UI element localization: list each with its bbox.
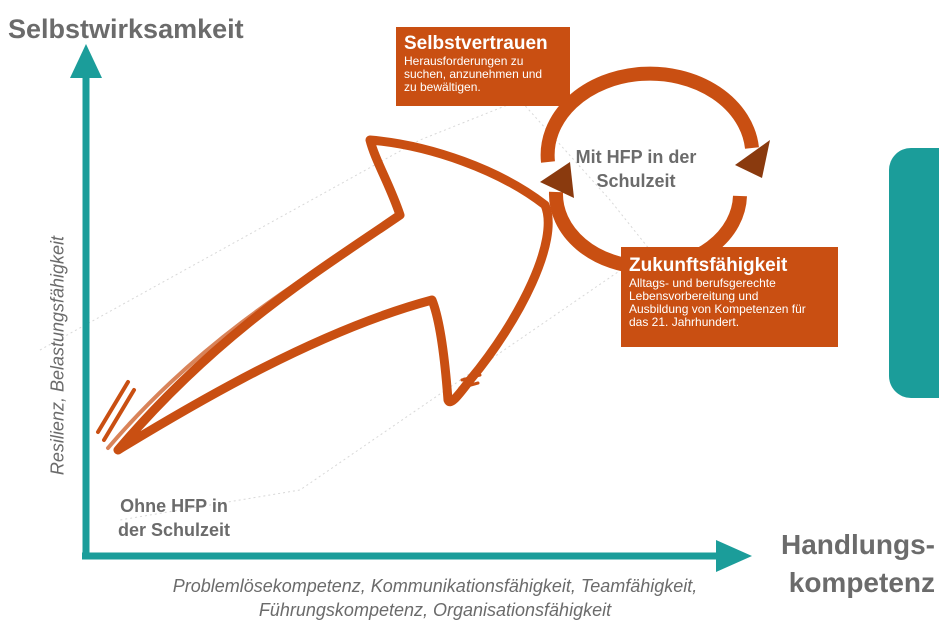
zukunftsfaehigkeit-text-line: Lebensvorbereitung und	[629, 289, 759, 303]
selbstvertrauen-title: Selbstvertrauen	[404, 33, 548, 54]
x-axis-title: Handlungs- kompetenz	[760, 526, 935, 602]
selbstvertrauen-box: Selbstvertrauen Herausforderungen zu suc…	[396, 27, 570, 106]
dashed-guideline	[39, 99, 651, 521]
x-axis-title-line: Handlungs-	[781, 529, 935, 560]
cycle-arrow-top	[540, 66, 759, 163]
y-axis-title: Selbstwirksamkeit	[8, 14, 244, 44]
cycle-arrowhead-bottom	[540, 162, 574, 198]
cycle-arrowhead-top	[735, 140, 770, 178]
motion-stroke	[458, 381, 480, 390]
motion-stroke	[460, 373, 482, 382]
growth-arrow-stroke	[106, 220, 394, 450]
y-axis-subtitle: Resilienz, Belastungsfähigkeit	[47, 235, 68, 476]
zukunftsfaehigkeit-title: Zukunftsfähigkeit	[629, 255, 788, 276]
start-label-line: der Schulzeit	[117, 520, 231, 540]
growth-arrow	[113, 135, 553, 455]
x-axis-arrowhead	[716, 540, 752, 572]
cycle-label-line: Schulzeit	[596, 171, 676, 191]
start-label: Ohne HFP in der Schulzeit	[104, 494, 244, 542]
selbstvertrauen-text-line: Herausforderungen zu	[404, 54, 524, 68]
x-axis-subtitle-line: Problemlösekompetenz, Kommunikationsfähi…	[172, 576, 698, 596]
selbstvertrauen-text-line: suchen, anzunehmen und	[404, 67, 543, 81]
zukunftsfaehigkeit-text-line: Alltags- und berufsgerechte	[629, 276, 776, 290]
zukunftsfaehigkeit-box: Zukunftsfähigkeit Alltags- und berufsger…	[621, 247, 838, 347]
motion-stroke	[102, 388, 136, 442]
y-axis-arrowhead	[70, 44, 102, 78]
start-label-line: Ohne HFP in	[120, 496, 228, 516]
cycle-label: Mit HFP in der Schulzeit	[556, 145, 716, 193]
x-axis-subtitle-line: Führungskompetenz, Organisationsfähigkei…	[258, 600, 612, 620]
selbstvertrauen-text-line: zu bewältigen.	[404, 80, 481, 94]
x-axis-title-line: kompetenz	[788, 567, 935, 598]
zukunftsfaehigkeit-text-line: das 21. Jahrhundert.	[629, 315, 740, 329]
cycle-label-line: Mit HFP in der	[575, 147, 697, 167]
side-tab[interactable]	[889, 148, 939, 398]
x-axis-subtitle: Problemlösekompetenz, Kommunikationsfähi…	[110, 574, 760, 622]
motion-stroke	[96, 380, 130, 434]
zukunftsfaehigkeit-text-line: Ausbildung von Kompetenzen für	[629, 302, 806, 316]
